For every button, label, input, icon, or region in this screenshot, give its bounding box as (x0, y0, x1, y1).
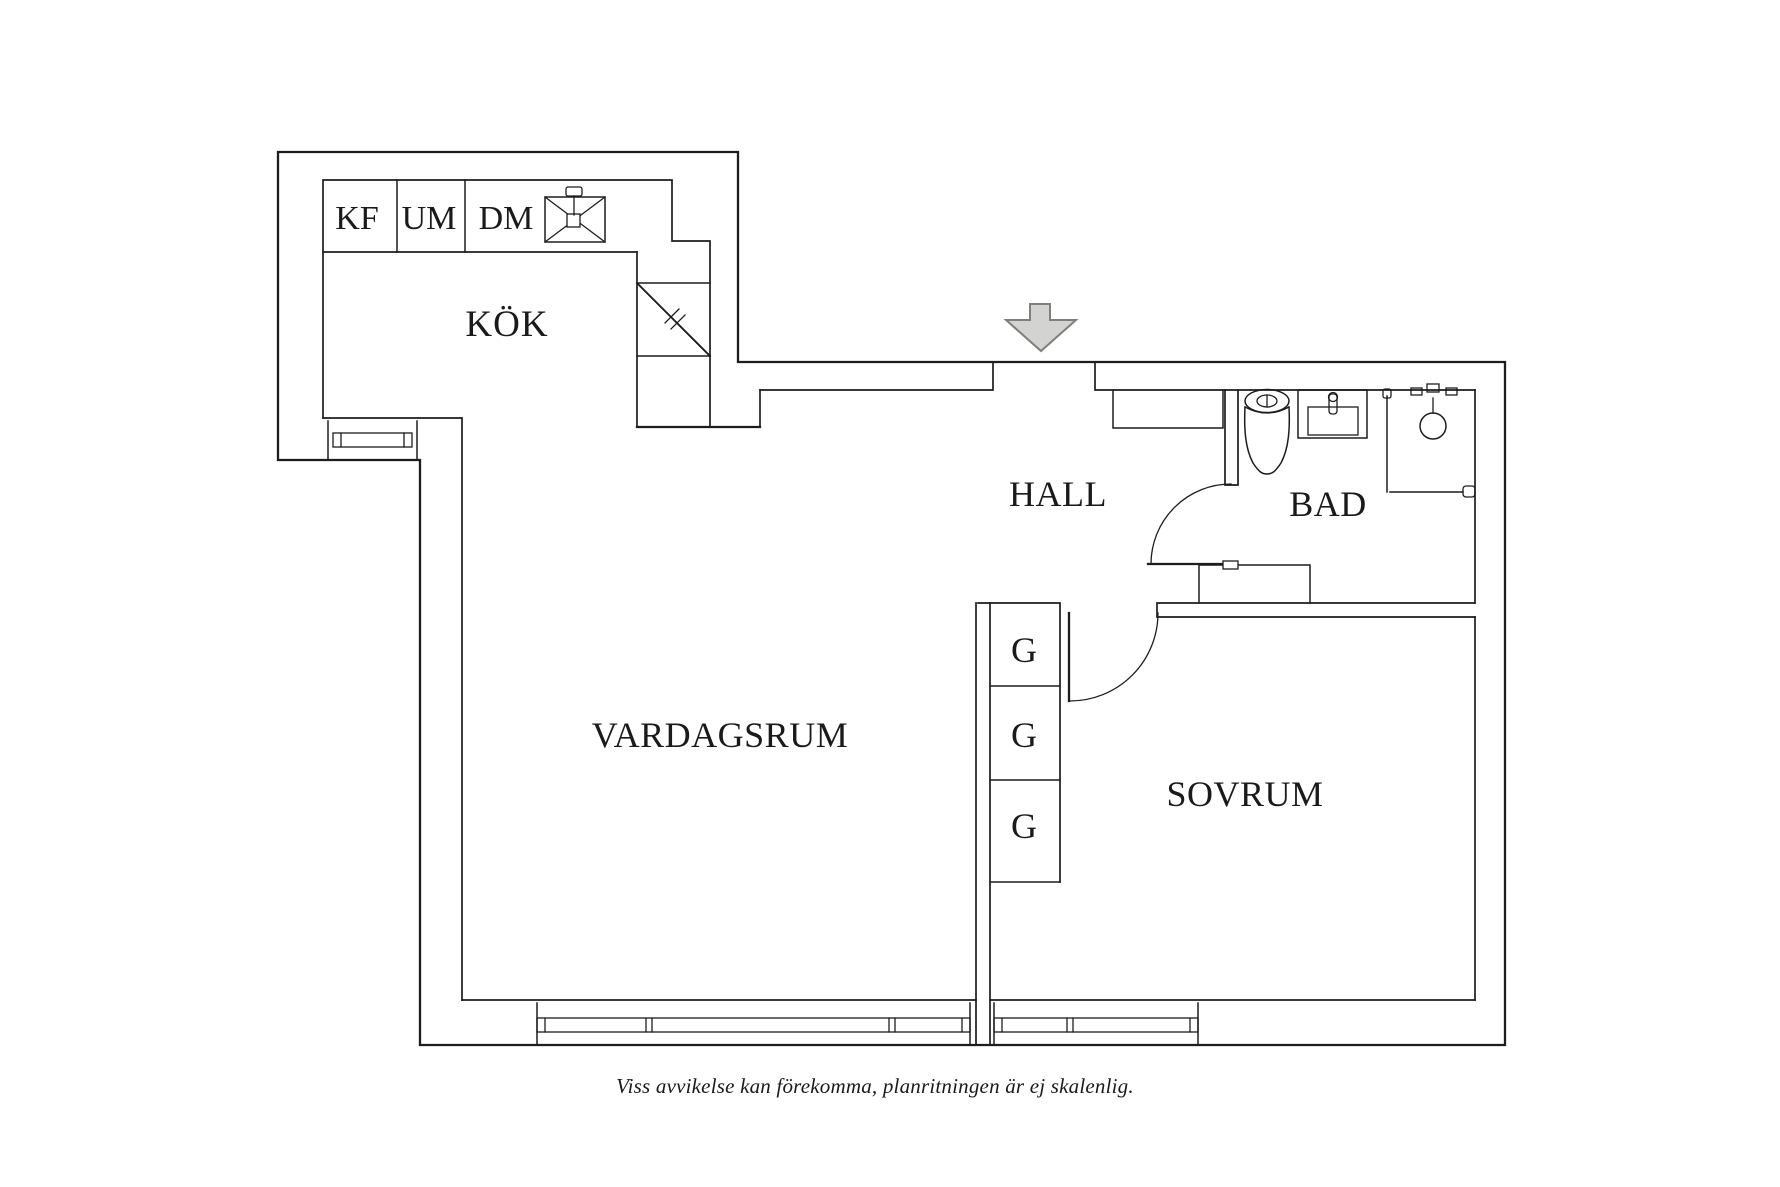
kitchen-counter (322, 179, 638, 253)
interior-walls (322, 179, 1476, 1046)
toilet-icon (1243, 388, 1291, 475)
bathroom-door-icon (1146, 483, 1239, 570)
appliance-label-um: UM (402, 200, 457, 237)
room-label-bedroom: SOVRUM (1166, 774, 1323, 814)
room-label-kitchen: KÖK (465, 304, 548, 345)
closet-label-g2: G (1011, 715, 1037, 755)
disclaimer-text: Viss avvikelse kan förekomma, planritnin… (616, 1074, 1134, 1098)
closet-label-g3: G (1011, 806, 1037, 846)
room-label-bathroom: BAD (1289, 484, 1367, 524)
entrance-arrow-icon (1003, 303, 1079, 353)
kitchen-door-icon (635, 281, 712, 358)
shower-icon (1382, 383, 1476, 498)
closet-label-g1: G (1011, 630, 1037, 670)
exterior-walls (276, 150, 1507, 1047)
entrance-arrow-shape (1003, 303, 1079, 353)
window-kitchen (327, 420, 418, 460)
bedroom-door-icon (1067, 611, 1159, 703)
floorplan-root: KF UM DM KÖK HALL BAD VARDAGSRUM SOVRUM … (276, 150, 1507, 1098)
bathroom-sink-icon (1297, 389, 1368, 439)
appliance-label-kf: KF (335, 200, 378, 237)
wardrobe-column (977, 602, 1061, 883)
room-label-living-room: VARDAGSRUM (592, 715, 848, 755)
room-labels: KF UM DM KÖK HALL BAD VARDAGSRUM SOVRUM … (335, 200, 1366, 846)
window-bedroom (993, 1002, 1199, 1046)
room-label-hall: HALL (1009, 474, 1107, 514)
window-living-room (536, 1002, 971, 1046)
appliance-label-dm: DM (479, 200, 534, 237)
kitchen-sink-icon (544, 186, 606, 243)
